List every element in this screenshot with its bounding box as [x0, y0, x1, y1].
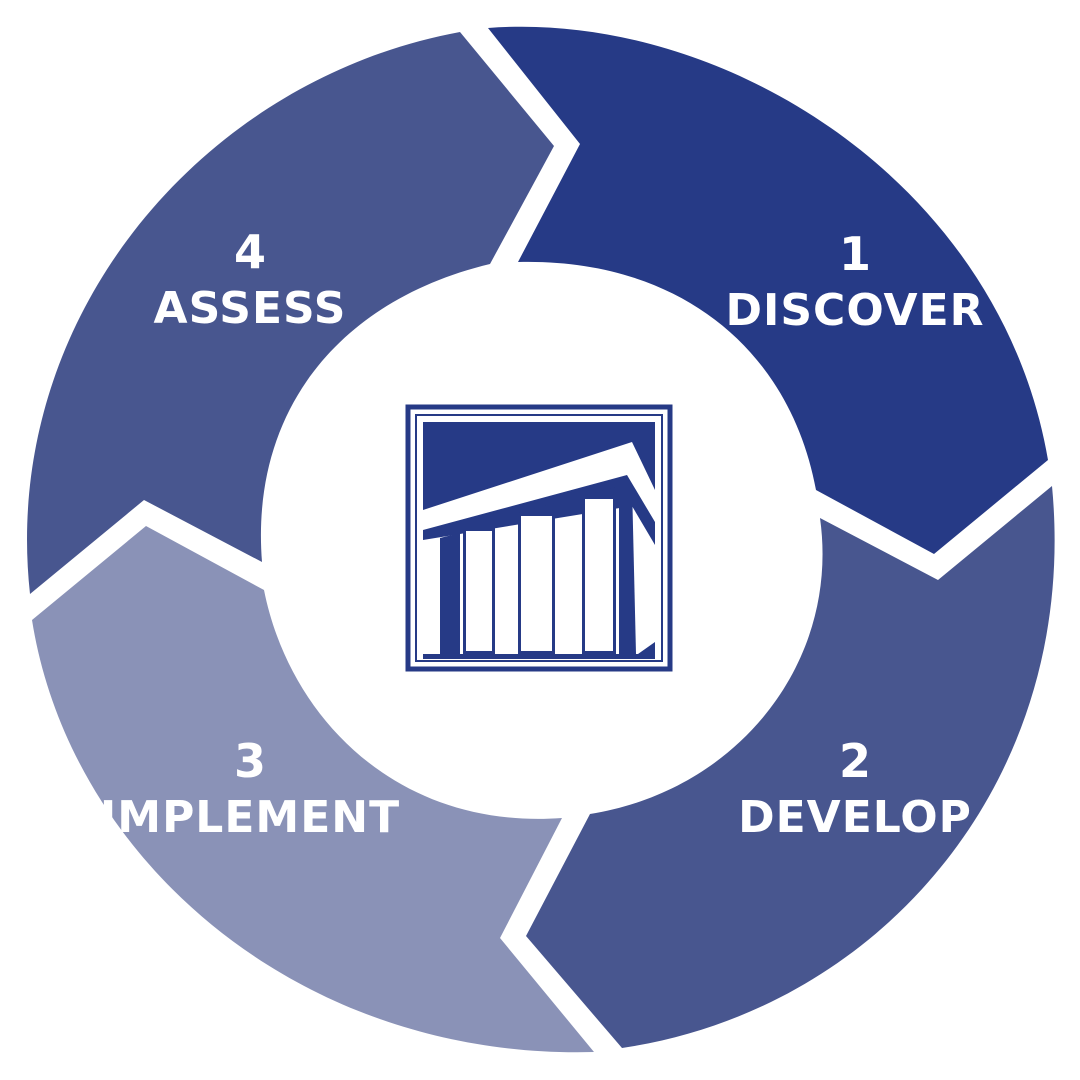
segment-discover-arrow: [488, 26, 1048, 555]
segment-discover: 1 DISCOVER: [488, 26, 1048, 555]
segment-assess-number: 4: [234, 225, 266, 279]
segment-assess: 4 ASSESS: [27, 32, 554, 594]
segment-implement-number: 3: [234, 734, 266, 788]
segment-develop: 2 DEVELOP: [526, 486, 1055, 1048]
segment-discover-number: 1: [839, 227, 871, 281]
segment-assess-arrow: [27, 32, 554, 594]
segment-discover-label: DISCOVER: [725, 285, 984, 336]
segment-develop-arrow: [526, 486, 1055, 1048]
building-columns-logo-icon: [405, 404, 673, 672]
segment-develop-label: DEVELOP: [738, 792, 972, 843]
segment-assess-label: ASSESS: [154, 283, 347, 334]
segment-develop-number: 2: [839, 734, 871, 788]
segment-implement-label: IMPLEMENT: [100, 792, 400, 843]
segment-implement-arrow: [32, 526, 594, 1053]
segment-implement: 3 IMPLEMENT: [32, 526, 594, 1053]
